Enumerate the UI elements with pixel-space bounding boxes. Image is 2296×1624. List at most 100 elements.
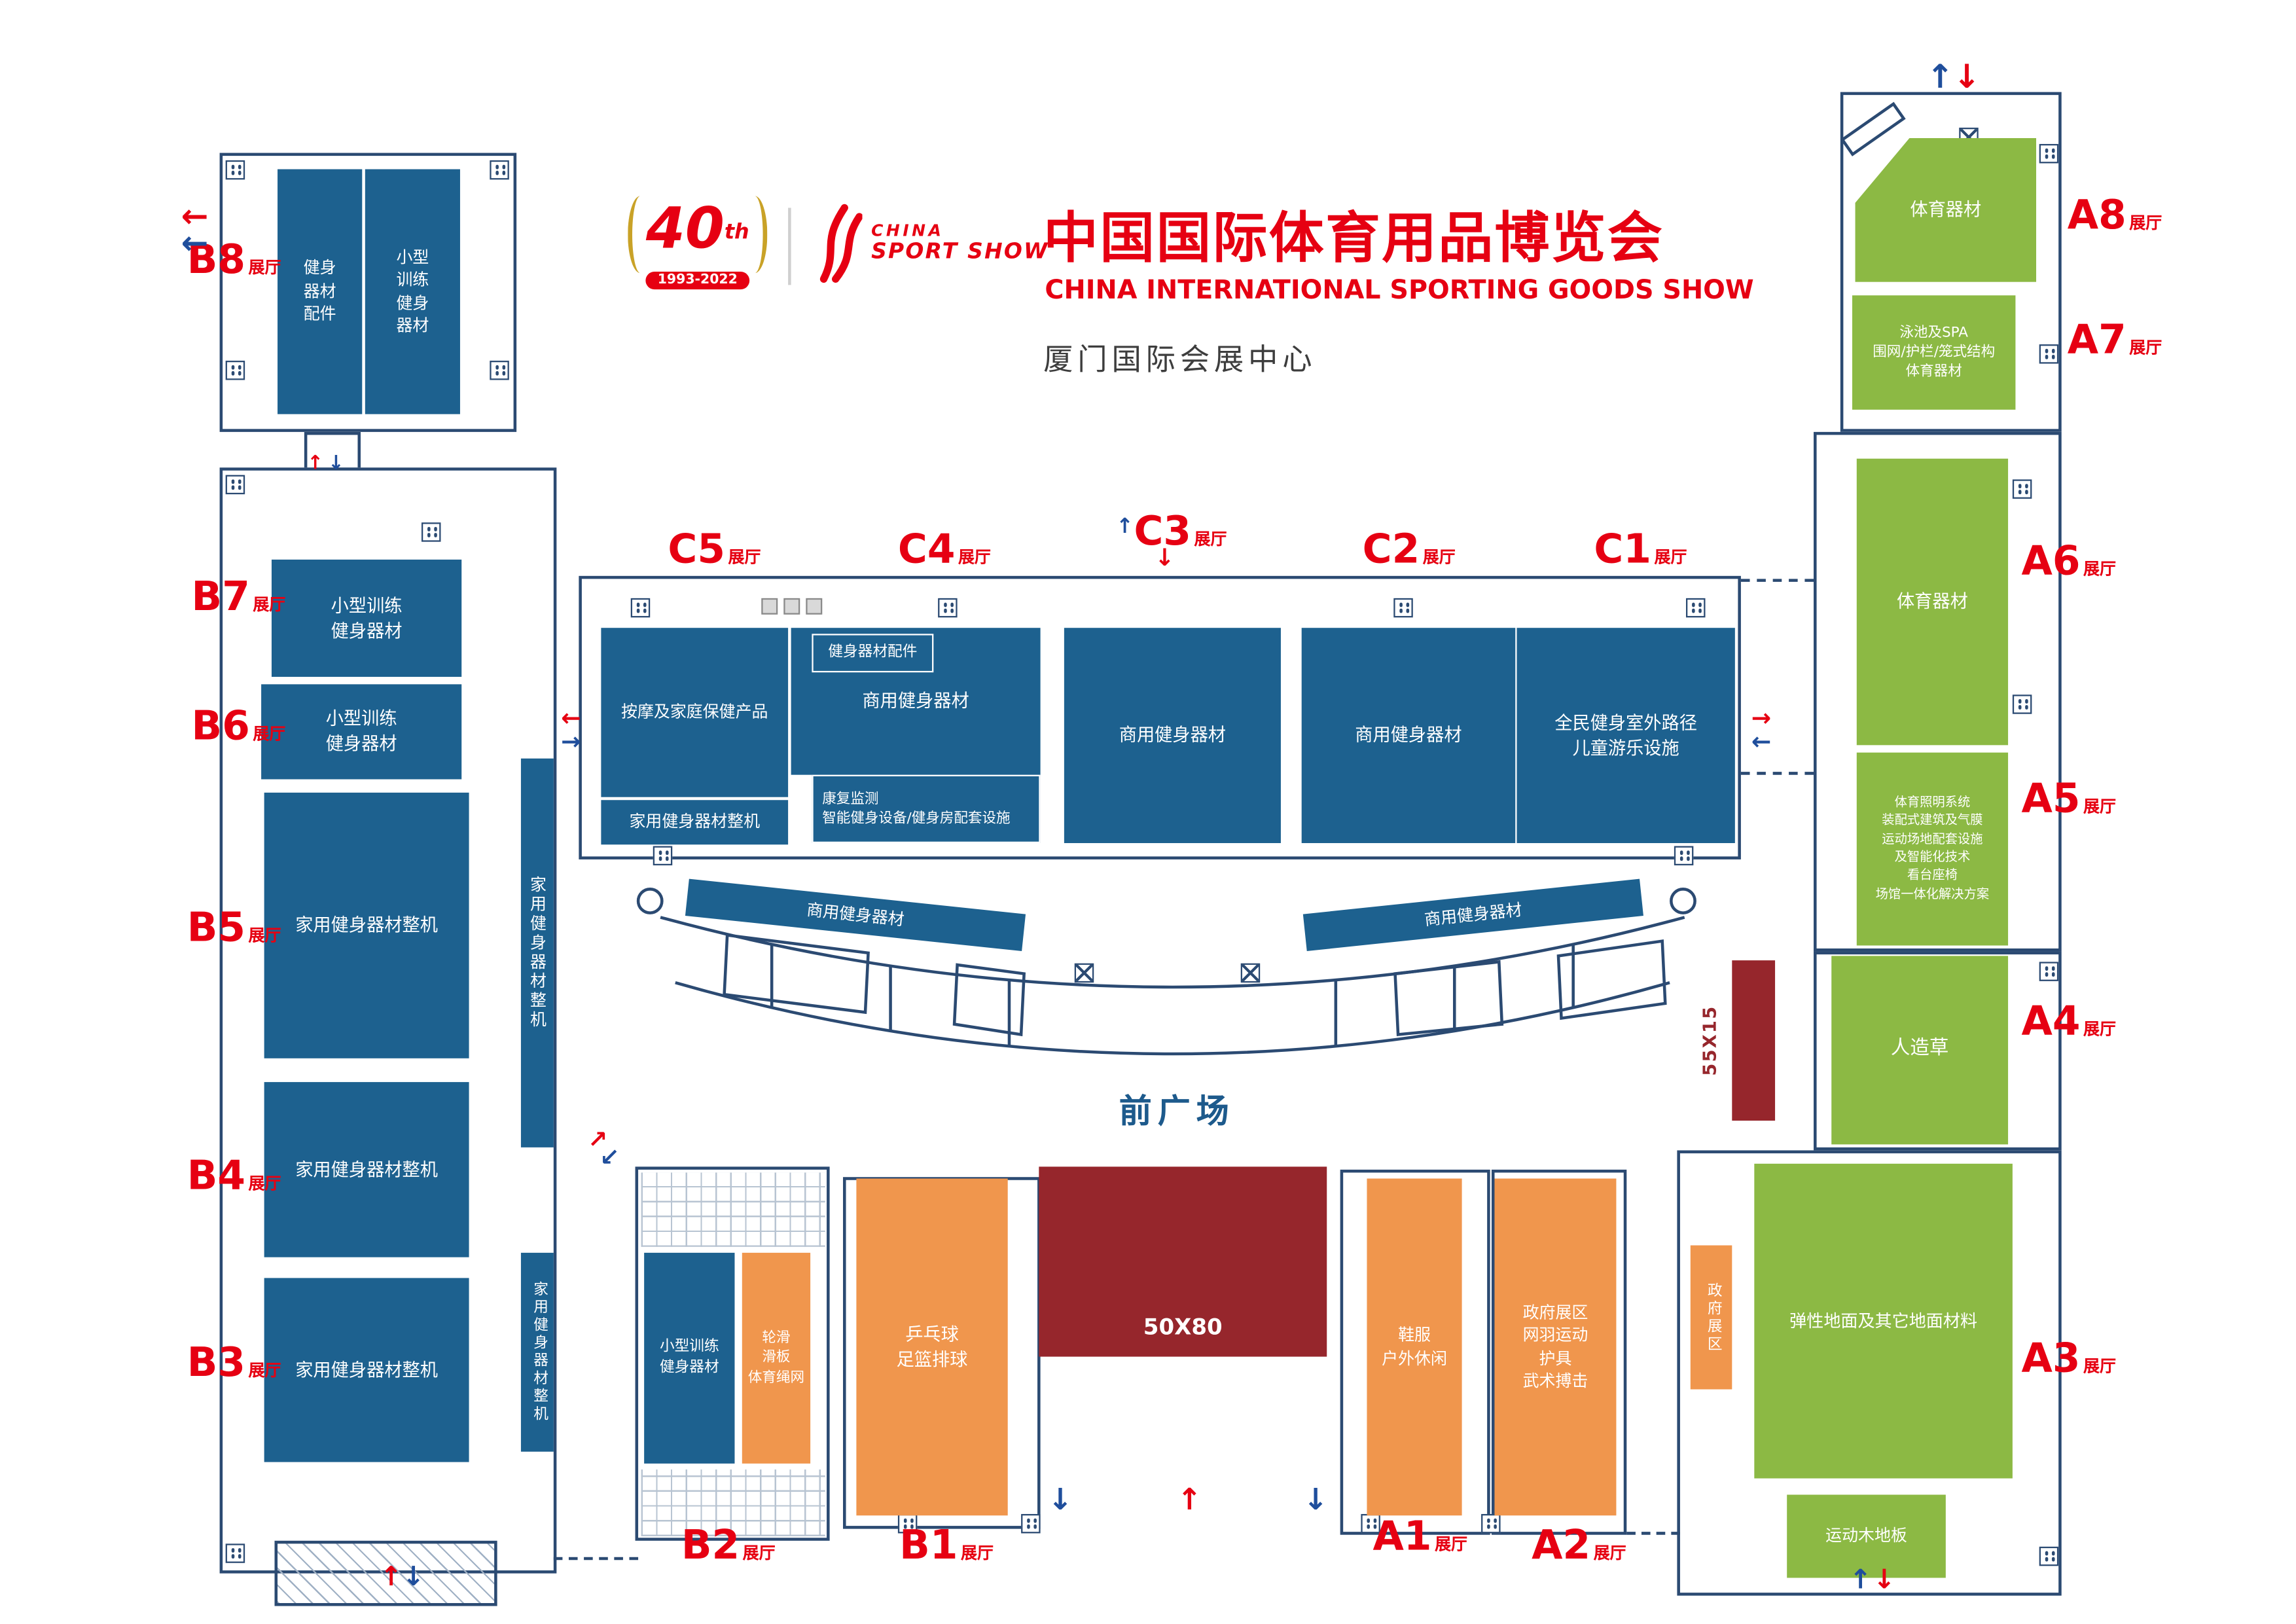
hall-block-c5-sub: 家用健身器材整机 (601, 800, 789, 845)
hall-id: B8 (187, 237, 246, 284)
restroom-icon (1393, 598, 1413, 618)
hall-id: A5 (2021, 776, 2081, 823)
hall-id: B3 (187, 1340, 246, 1386)
show-title: 中国国际体育用品博览会 (1043, 206, 1664, 270)
entrance-arrow: ↑ (1849, 1564, 1872, 1596)
hall-block-c1: 全民健身室外路径 儿童游乐设施 (1516, 628, 1735, 844)
hall-block-b5: 家用健身器材整机 (264, 792, 469, 1058)
restroom-icon (225, 475, 245, 495)
restroom-icon (225, 361, 245, 380)
brand-line1: CHINA (871, 220, 944, 240)
stage-strip-label: 55X15 (1699, 1005, 1721, 1076)
restroom-icon (225, 1543, 245, 1563)
entrance-arrow: ↓ (402, 1561, 425, 1593)
hall-block-c5-main: 按摩及家庭保健产品 (601, 628, 789, 797)
dashed-link (553, 1557, 639, 1561)
entrance-arrow: ↑ (307, 452, 324, 475)
logo-40-number: 40th (631, 196, 764, 261)
hall-id: C2 (1362, 527, 1420, 573)
hall-suffix: 展厅 (1593, 1543, 1626, 1563)
restroom-icon (1481, 1513, 1501, 1534)
hall-suffix: 展厅 (2129, 213, 2162, 234)
entrance-arrow: ← (181, 225, 209, 263)
entrance-arrow: ↓ (1873, 1564, 1895, 1596)
hall-suffix: 展厅 (248, 1361, 281, 1380)
hall-block-b3: 家用健身器材整机 (264, 1278, 469, 1462)
entrance-arrow: ↙ (600, 1143, 620, 1172)
hall-block-c3: 商用健身器材 (1064, 628, 1281, 844)
hall-suffix: 展厅 (958, 547, 991, 568)
restroom-icon (653, 846, 673, 866)
restroom-icon (2039, 962, 2059, 981)
hall-id: B2 (681, 1523, 740, 1569)
hall-block-a4: 人造草 (1831, 956, 2009, 1145)
restroom-icon (630, 598, 651, 618)
hall-block-b1: 乒乓球 足篮排球 (856, 1178, 1008, 1516)
entrance-arrow: → (1751, 703, 1772, 732)
hall-block-b7: 小型训练 健身器材 (271, 559, 462, 677)
hall-suffix: 展厅 (2129, 338, 2162, 358)
hall-id: A2 (1532, 1523, 1591, 1569)
header-divider (788, 208, 791, 285)
restroom-icon (2039, 143, 2059, 164)
hall-block-b6: 小型训练 健身器材 (261, 684, 462, 780)
hall-block-c2: 商用健身器材 (1301, 628, 1516, 844)
hall-block-b2-orange: 轮滑 滑板 体育绳网 (742, 1252, 811, 1464)
stairs-icon (783, 598, 800, 615)
logo-years-badge: 1993-2022 (645, 271, 749, 290)
hall-block-b8-right: 小型 训练 健身 器材 (365, 169, 460, 414)
hall-suffix: 展厅 (2083, 1356, 2116, 1377)
hall-id: B4 (187, 1153, 246, 1200)
b2-grid-area (641, 1172, 825, 1247)
restroom-icon (2012, 479, 2032, 499)
dashed-link (1740, 772, 1814, 775)
dashed-link (1626, 1532, 1680, 1535)
hall-suffix: 展厅 (1654, 547, 1687, 568)
hall-suffix: 展厅 (2083, 1019, 2116, 1039)
hall-block-a7: 泳池及SPA 围网/护栏/笼式结构 体育器材 (1852, 295, 2016, 410)
stage-block-50x80: 50X80 (1039, 1166, 1327, 1357)
hall-suffix: 展厅 (1194, 530, 1227, 550)
entrance-arrow: ↑ (380, 1561, 403, 1593)
front-plaza-label: 前广场 (1119, 1094, 1235, 1131)
hall-block-government: 政府展区 (1690, 1245, 1732, 1390)
entrance-arrow: ← (1751, 727, 1772, 756)
hall-strip-home-fitness-upper: 家用健身器材整机 (520, 758, 554, 1147)
hall-suffix: 展厅 (248, 1174, 281, 1194)
hall-block-a3: 弹性地面及其它地面材料 (1754, 1163, 2013, 1479)
entrance-arrow: ← (181, 198, 209, 236)
entrance-arrow: ↓ (328, 452, 344, 475)
stairs-icon (806, 598, 823, 615)
restroom-icon (1674, 846, 1694, 866)
hall-id: B1 (899, 1523, 958, 1569)
venue-name: 厦门国际会展中心 (1043, 341, 1317, 377)
corridor-b8-link (304, 431, 361, 471)
elevator-icon (1240, 963, 1261, 983)
hall-block-c4-accessory: 健身器材配件 (812, 634, 934, 673)
hall-suffix: 展厅 (253, 595, 286, 615)
hall-suffix: 展厅 (248, 258, 281, 278)
restroom-icon (2012, 695, 2032, 714)
hall-block-a1: 鞋服 户外休闲 (1367, 1178, 1462, 1516)
hall-id: B7 (191, 574, 250, 621)
restroom-icon (938, 598, 958, 618)
hall-id: C1 (1594, 527, 1651, 573)
hall-block-wood-floor: 运动木地板 (1787, 1494, 1946, 1578)
hall-id: B5 (187, 905, 246, 952)
hall-block-a6: 体育器材 (1856, 458, 2009, 746)
hall-block-a2: 政府展区 网羽运动 护具 武术搏击 (1494, 1178, 1617, 1516)
hall-id: A1 (1372, 1513, 1432, 1561)
hall-id: C4 (897, 527, 956, 573)
restroom-icon (1021, 1513, 1041, 1534)
